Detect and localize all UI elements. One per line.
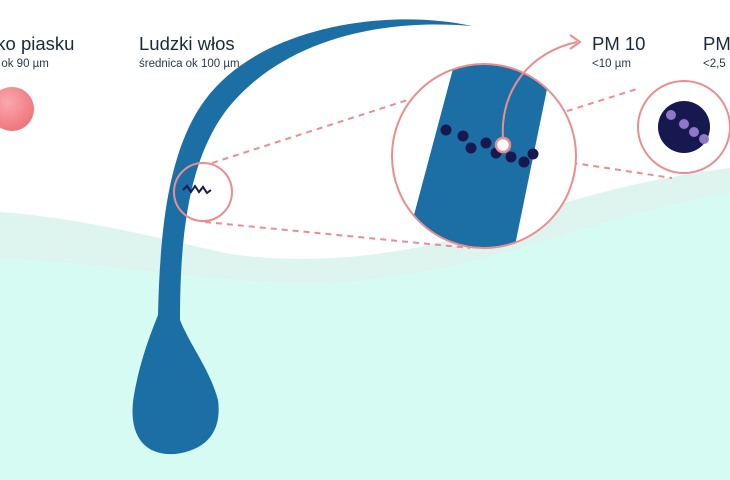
- hair-particle-trail: [182, 184, 212, 195]
- pm10-highlight-circle: [494, 136, 512, 154]
- human-hair-icon: [132, 19, 472, 455]
- pm10-arrow-line: [501, 41, 578, 139]
- human-hair-subtitle: średnica ok 100 µm: [139, 58, 240, 70]
- hair-zoom-source-circle: [173, 162, 233, 222]
- pm10-particle-cluster: [440, 124, 539, 168]
- pm25-title: PM: [703, 33, 730, 54]
- sand-grain-title: nko piasku: [0, 33, 75, 54]
- hair-zoom-strand: [402, 64, 555, 248]
- pm25-subtitle: <2,5: [703, 58, 726, 70]
- hair-zoom-circle: [391, 63, 577, 249]
- pm25-particle-dots: [666, 110, 709, 144]
- pm10-arrow-head-icon: [569, 34, 582, 50]
- human-hair-title: Ludzki włos: [139, 33, 235, 54]
- pm10-title: PM 10: [592, 33, 646, 54]
- sand-grain-icon: [0, 87, 34, 131]
- sand-grain-subtitle: ca ok 90 µm: [0, 58, 49, 70]
- pm10-subtitle: <10 µm: [592, 58, 631, 70]
